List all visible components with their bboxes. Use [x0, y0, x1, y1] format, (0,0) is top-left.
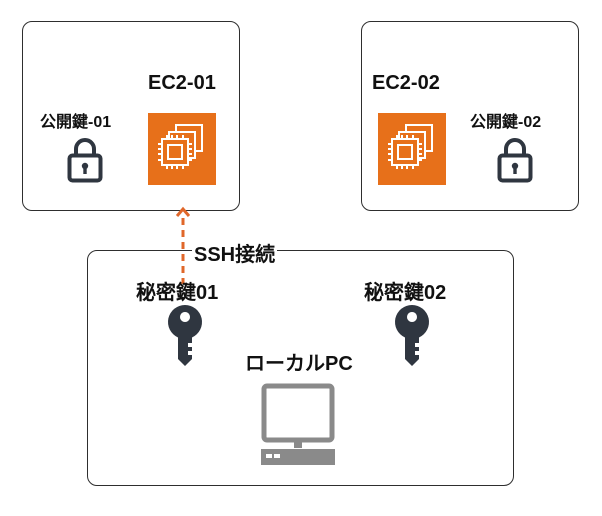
ec2-01-title: EC2-01: [148, 72, 216, 94]
ssh-arrow: [176, 206, 190, 284]
key-icon: [392, 303, 432, 369]
ec2-01-public-key-label: 公開鍵-01: [40, 114, 112, 131]
ec2-02-public-key-label: 公開鍵-02: [470, 114, 542, 131]
ssh-connection-label: SSH接続: [192, 238, 278, 267]
desktop-computer-icon: [260, 383, 336, 468]
private-key-01-label: 秘密鍵01: [136, 282, 219, 304]
ec2-chip-icon: [378, 113, 446, 185]
key-icon: [165, 303, 205, 369]
ec2-chip-icon: [148, 113, 216, 185]
private-key-02-label: 秘密鍵02: [364, 282, 447, 304]
lock-icon: [67, 136, 103, 183]
ec2-02-title: EC2-02: [372, 72, 440, 94]
local-pc-label: ローカルPC: [245, 353, 353, 375]
lock-icon: [497, 136, 533, 183]
